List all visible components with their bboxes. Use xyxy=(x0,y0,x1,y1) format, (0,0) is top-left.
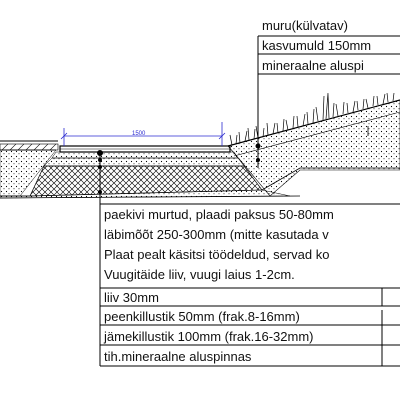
dimension-line xyxy=(60,122,226,146)
bottom-callout-frame xyxy=(100,203,400,367)
top-callout-row: kasvumuld 150mm xyxy=(262,38,372,53)
bottom-leader xyxy=(97,150,103,366)
description-line: Vuugitäide liiv, vuugi laius 1-2cm. xyxy=(104,267,295,282)
layer-row: tih.mineraalne aluspinnas xyxy=(104,349,252,364)
description-line: Plaat pealt käsitsi töödeldud, servad ko xyxy=(104,247,330,262)
dimension-label: 1500 xyxy=(132,131,146,137)
right-embankment xyxy=(227,92,400,197)
layer-row: liiv 30mm xyxy=(104,290,159,305)
top-callout-heading: muru(külvatav) xyxy=(262,18,348,33)
description-line: paekivi murtud, plaadi paksus 50-80mm xyxy=(104,207,334,222)
top-callout-frame xyxy=(258,35,400,75)
layer-row: jämekillustik 100mm (frak.16-32mm) xyxy=(104,329,314,344)
layer-row: peenkillustik 50mm (frak.8-16mm) xyxy=(104,309,300,324)
description-line: läbimõõt 250-300mm (mitte kasutada v xyxy=(104,227,329,242)
top-callout-row: mineraalne aluspi xyxy=(262,58,364,73)
grass-blades xyxy=(229,92,395,146)
top-leader xyxy=(255,36,261,168)
